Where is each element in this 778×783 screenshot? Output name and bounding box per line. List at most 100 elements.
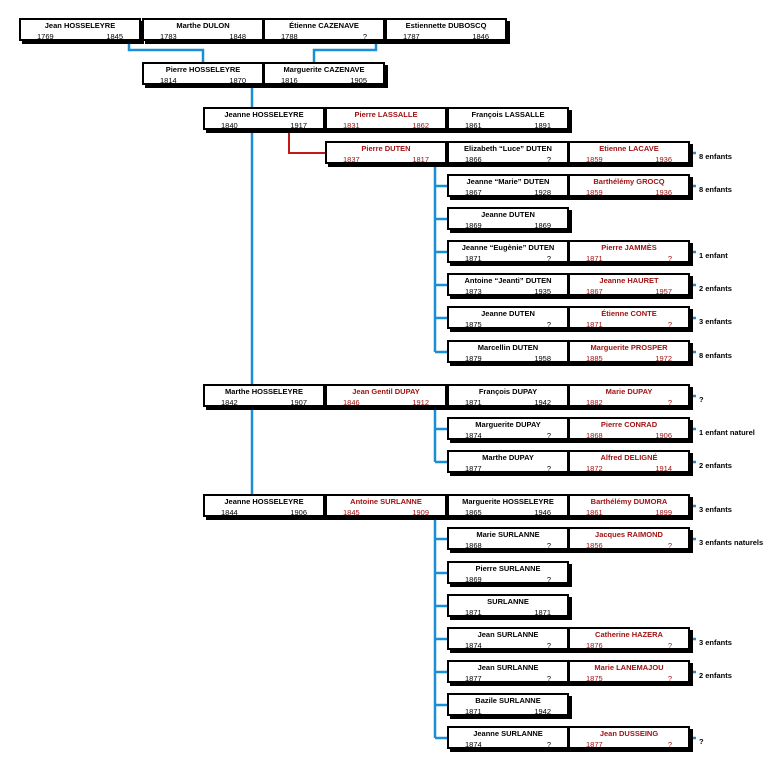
birth-year: 1831 <box>343 121 360 130</box>
birth-year: 1859 <box>586 155 603 164</box>
union-line <box>288 130 325 154</box>
birth-year: 1859 <box>586 188 603 197</box>
death-year: 1871 <box>534 608 551 617</box>
person-name: Marthe DUPAY <box>482 453 534 462</box>
death-year: 1957 <box>655 287 672 296</box>
person-name: SURLANNE <box>487 597 529 606</box>
children-count-note: 3 enfants <box>699 505 732 514</box>
person-name: Antoine SURLANNE <box>350 497 422 506</box>
birth-year: 1869 <box>465 575 482 584</box>
death-year: 1907 <box>290 398 307 407</box>
person-name: Jean SURLANNE <box>477 630 539 639</box>
birth-year: 1868 <box>465 541 482 550</box>
death-year: 1958 <box>534 354 551 363</box>
birth-year: 1861 <box>465 121 482 130</box>
person-name: Pierre JAMMÈS <box>601 243 657 252</box>
children-count-note: 8 enfants <box>699 351 732 360</box>
person-name: François LASSALLE <box>471 110 545 119</box>
birth-year: 1846 <box>343 398 360 407</box>
birth-year: 1837 <box>343 155 360 164</box>
death-year: 1870 <box>229 76 246 85</box>
death-year: 1914 <box>655 464 672 473</box>
birth-year: 1874 <box>465 740 482 749</box>
death-year: 1917 <box>290 121 307 130</box>
birth-year: 1871 <box>465 254 482 263</box>
person-name: Pierre SURLANNE <box>475 564 541 573</box>
death-year: ? <box>546 155 551 164</box>
birth-year: 1816 <box>281 76 298 85</box>
death-year: ? <box>546 575 551 584</box>
person-name: Antoine “Jeanti” DUTEN <box>464 276 552 285</box>
person-name: Marthe DULON <box>176 21 230 30</box>
birth-year: 1788 <box>281 32 298 41</box>
death-year: 1909 <box>412 508 429 517</box>
death-year: 1928 <box>534 188 551 197</box>
birth-year: 1869 <box>465 221 482 230</box>
person-name: Bazile SURLANNE <box>475 696 541 705</box>
death-year: ? <box>546 674 551 683</box>
death-year: ? <box>546 320 551 329</box>
children-count-note: 2 enfants <box>699 284 732 293</box>
birth-year: 1882 <box>586 398 603 407</box>
birth-year: 1879 <box>465 354 482 363</box>
death-year: 1891 <box>534 121 551 130</box>
death-year: 1862 <box>412 121 429 130</box>
death-year: ? <box>667 674 672 683</box>
person-name: Marguerite DUPAY <box>475 420 541 429</box>
death-year: 1848 <box>229 32 246 41</box>
person-name: Marguerite PROSPER <box>590 343 668 352</box>
death-year: 1912 <box>412 398 429 407</box>
children-count-note: 8 enfants <box>699 185 732 194</box>
person-name: Elizabeth “Luce” DUTEN <box>464 144 552 153</box>
birth-year: 1877 <box>465 674 482 683</box>
birth-year: 1877 <box>586 740 603 749</box>
person-name: Étienne CONTE <box>601 309 657 318</box>
children-count-note: 3 enfants naturels <box>699 538 764 547</box>
death-year: ? <box>667 541 672 550</box>
death-year: ? <box>667 398 672 407</box>
birth-year: 1867 <box>586 287 603 296</box>
birth-year: 1814 <box>160 76 177 85</box>
person-box-etienne-conte: Étienne CONTE 1871? <box>568 306 690 329</box>
birth-year: 1871 <box>465 608 482 617</box>
birth-year: 1871 <box>586 320 603 329</box>
person-name: Jean HOSSELEYRE <box>44 21 116 30</box>
birth-year: 1861 <box>586 508 603 517</box>
descent-line <box>127 41 205 62</box>
birth-year: 1856 <box>586 541 603 550</box>
death-year: 1869 <box>534 221 551 230</box>
birth-year: 1845 <box>343 508 360 517</box>
birth-year: 1871 <box>465 707 482 716</box>
death-year: ? <box>546 464 551 473</box>
birth-year: 1842 <box>221 398 238 407</box>
birth-year: 1868 <box>586 431 603 440</box>
birth-year: 1874 <box>465 431 482 440</box>
children-count-note: 1 enfant naturel <box>699 428 755 437</box>
death-year: ? <box>667 320 672 329</box>
death-year: ? <box>546 541 551 550</box>
person-box-francois-lassalle: François LASSALLE 1861 1891 <box>447 107 569 130</box>
person-name: Jeanne SURLANNE <box>473 729 543 738</box>
person-box-antoine-surlanne: Antoine SURLANNE 1845 1909 <box>325 494 447 517</box>
birth-year: 1871 <box>586 254 603 263</box>
person-name: Jean SURLANNE <box>477 663 539 672</box>
